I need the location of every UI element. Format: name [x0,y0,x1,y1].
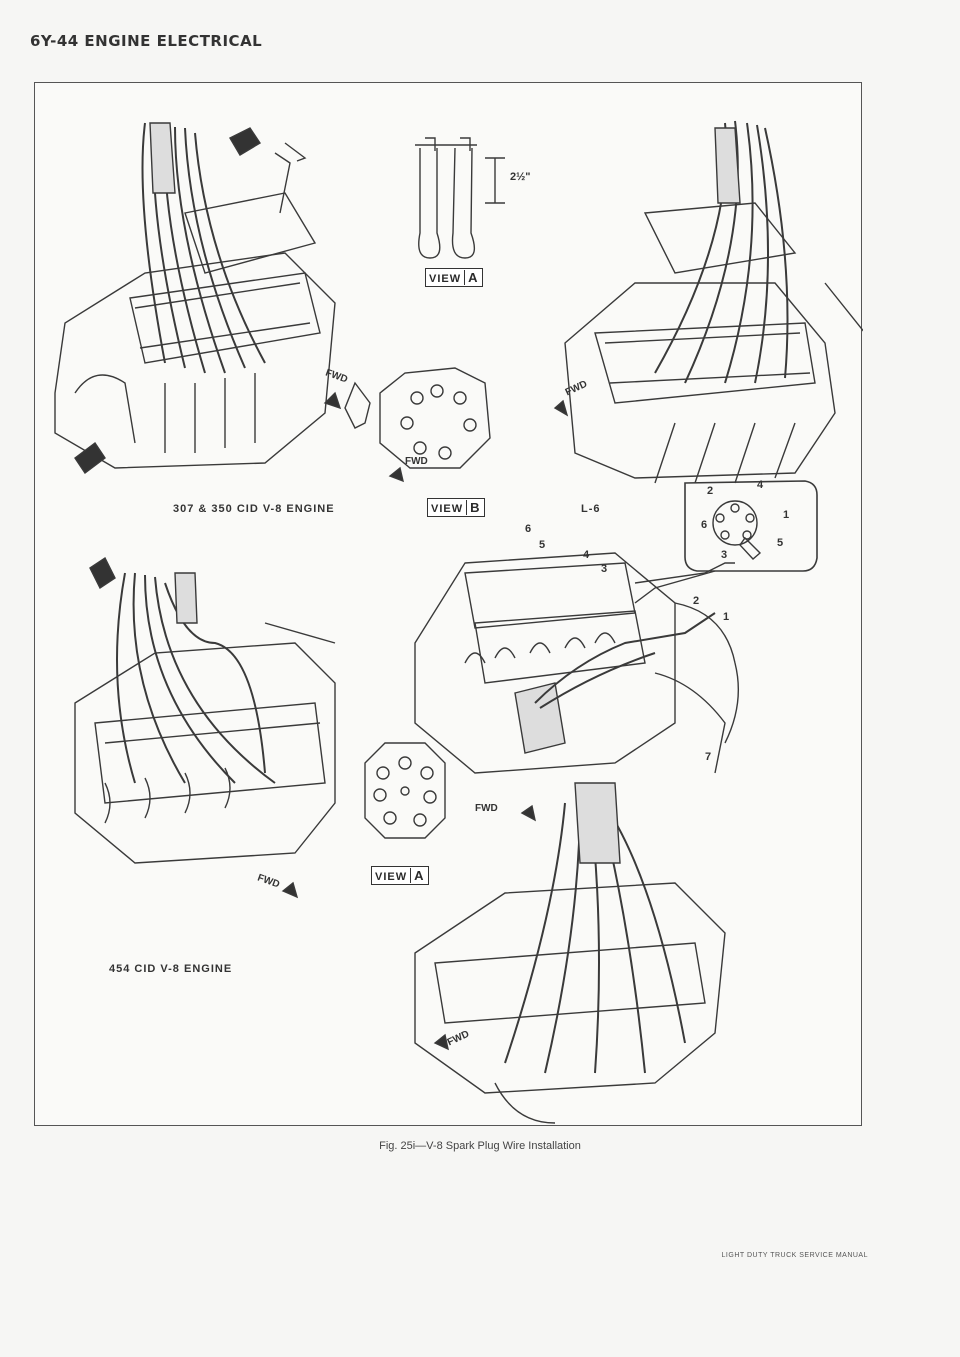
l6-number-6: 6 [525,523,532,535]
l6-number-7: 7 [705,751,712,763]
cap-number-3: 3 [721,549,728,561]
figure-caption: Fig. 25i—V-8 Spark Plug Wire Installatio… [379,1140,581,1152]
cap-number-5: 5 [777,537,784,549]
cap-number-2: 2 [707,485,714,497]
page-header: 6Y-44 ENGINE ELECTRICAL [30,32,263,50]
fwd-label-4: FWD [475,803,498,814]
fwd-label-2: FWD [405,456,428,467]
cap-number-4: 4 [757,479,764,491]
v8-big-label: 454 CID V-8 ENGINE [109,963,233,975]
l6-number-2: 2 [693,595,700,607]
v8-bottom-right-engine-drawing [414,782,726,1124]
v8-big-engine-drawing [74,572,336,864]
l6-engine-drawing [414,552,739,774]
cap-number-6: 6 [701,519,708,531]
l6-number-5: 5 [539,539,546,551]
distributor-cap-top [344,367,491,469]
page-footer: LIGHT DUTY TRUCK SERVICE MANUAL [721,1252,868,1259]
v8-small-label: 307 & 350 CID V-8 ENGINE [173,503,335,515]
view-a-detail-top [415,137,505,259]
distributor-cap-bottom [364,742,446,839]
arrow-markers [74,127,569,1051]
l6-label: L-6 [581,503,601,515]
l6-number-3: 3 [601,563,608,575]
v8-right-engine-drawing [564,120,863,484]
l6-number-4: 4 [583,549,590,561]
l6-cap-inset [634,480,818,604]
l6-number-1: 1 [723,611,730,623]
dimension-label: 2½" [510,171,531,183]
cap-number-1: 1 [783,509,790,521]
engine-illustration [54,120,863,1124]
figure-frame: 307 & 350 CID V-8 ENGINE L-6 454 CID V-8… [34,82,863,1126]
v8-small-engine-drawing [54,122,336,469]
